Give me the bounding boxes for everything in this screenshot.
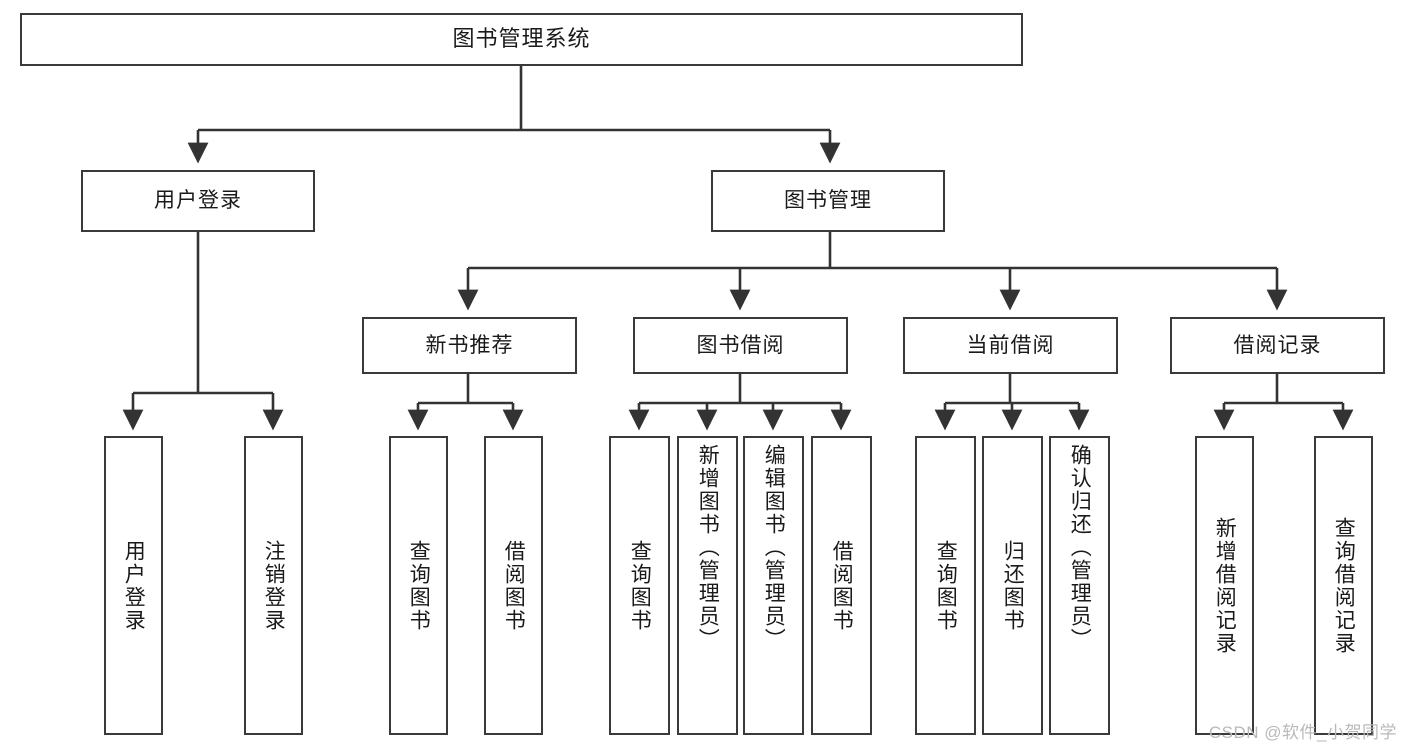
node-book-borrow[interactable]: 图书借阅 [633,317,848,374]
leaf-query-book-borrow[interactable]: 查询图书 [609,436,670,735]
leaf-user-login[interactable]: 用户登录 [104,436,163,735]
node-borrow-record[interactable]: 借阅记录 [1170,317,1385,374]
leaf-return-book[interactable]: 归还图书 [982,436,1043,735]
csdn-watermark: CSDN @软件_小贺同学 [1208,723,1397,742]
node-book-management[interactable]: 图书管理 [711,170,945,232]
leaf-edit-book-admin[interactable]: 编辑图书（管理员） [743,436,804,735]
leaf-confirm-return-admin[interactable]: 确认归还（管理员） [1049,436,1110,735]
leaf-logout[interactable]: 注销登录 [244,436,303,735]
leaf-add-book-admin[interactable]: 新增图书（管理员） [677,436,738,735]
leaf-borrow-book-recommendation[interactable]: 借阅图书 [484,436,543,735]
leaf-query-book-recommendation[interactable]: 查询图书 [389,436,448,735]
leaf-query-book-current[interactable]: 查询图书 [915,436,976,735]
leaf-add-borrow-record[interactable]: 新增借阅记录 [1195,436,1254,735]
leaf-borrow-book-borrow[interactable]: 借阅图书 [811,436,872,735]
node-new-book-recommendation[interactable]: 新书推荐 [362,317,577,374]
node-root-book-management-system[interactable]: 图书管理系统 [20,13,1023,66]
node-current-borrow[interactable]: 当前借阅 [903,317,1118,374]
leaf-query-borrow-record[interactable]: 查询借阅记录 [1314,436,1373,735]
node-user-login[interactable]: 用户登录 [81,170,315,232]
